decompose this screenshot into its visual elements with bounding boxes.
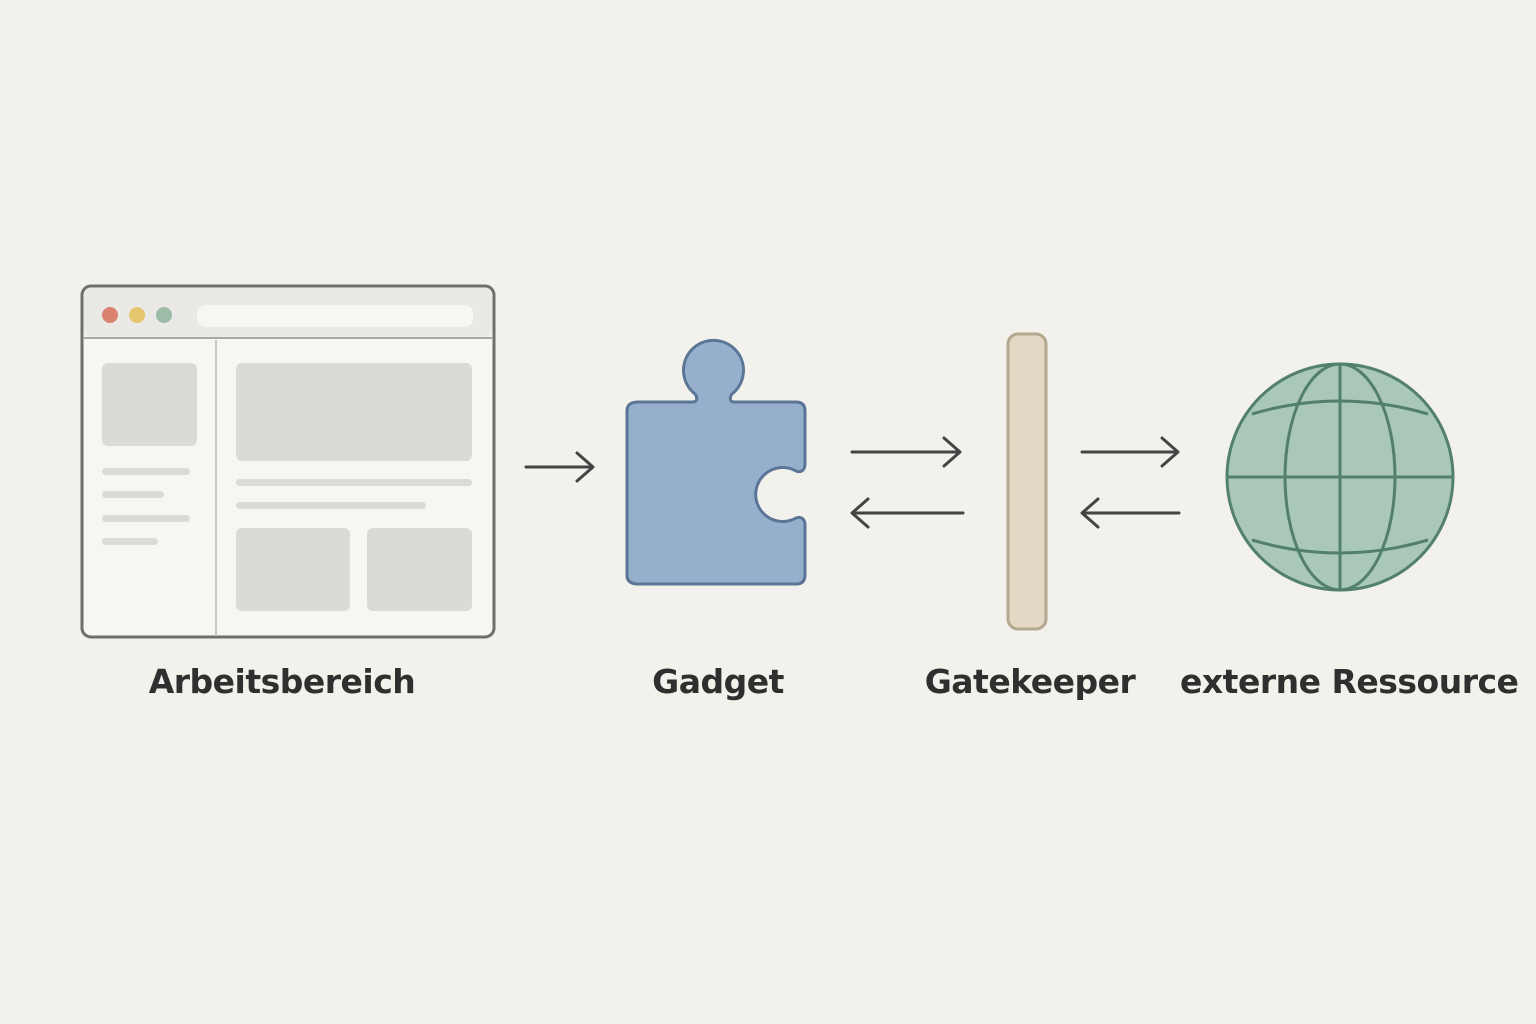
puzzle-piece-icon	[625, 338, 807, 586]
arrow-gatekeeper-to-gadget	[850, 497, 965, 529]
window-maximize-dot	[156, 307, 172, 323]
sidebar-line	[102, 468, 190, 475]
label-workspace: Arbeitsbereich	[148, 662, 416, 701]
arrow-gatekeeper-to-external	[1080, 436, 1180, 468]
sidebar-line	[102, 515, 190, 522]
main-hero-placeholder	[236, 363, 472, 461]
sidebar-line	[102, 538, 158, 545]
main-line	[236, 502, 426, 509]
label-gadget: Gadget	[652, 662, 784, 701]
arrow-gadget-to-gatekeeper	[850, 436, 962, 468]
sidebar-image-placeholder	[102, 363, 197, 446]
window-minimize-dot	[129, 307, 145, 323]
address-bar	[197, 305, 473, 327]
barrier-bar-icon	[1006, 332, 1048, 631]
label-external-resource: externe Ressource	[1180, 662, 1519, 701]
window-close-dot	[102, 307, 118, 323]
arrow-external-to-gatekeeper	[1080, 497, 1181, 529]
main-card-placeholder	[367, 528, 472, 611]
globe-icon	[1225, 362, 1455, 592]
main-line	[236, 479, 472, 486]
arrow-workspace-to-gadget	[524, 451, 595, 483]
label-gatekeeper: Gatekeeper	[924, 662, 1136, 701]
sidebar-line	[102, 491, 164, 498]
main-card-placeholder	[236, 528, 350, 611]
browser-window-icon	[80, 284, 496, 639]
